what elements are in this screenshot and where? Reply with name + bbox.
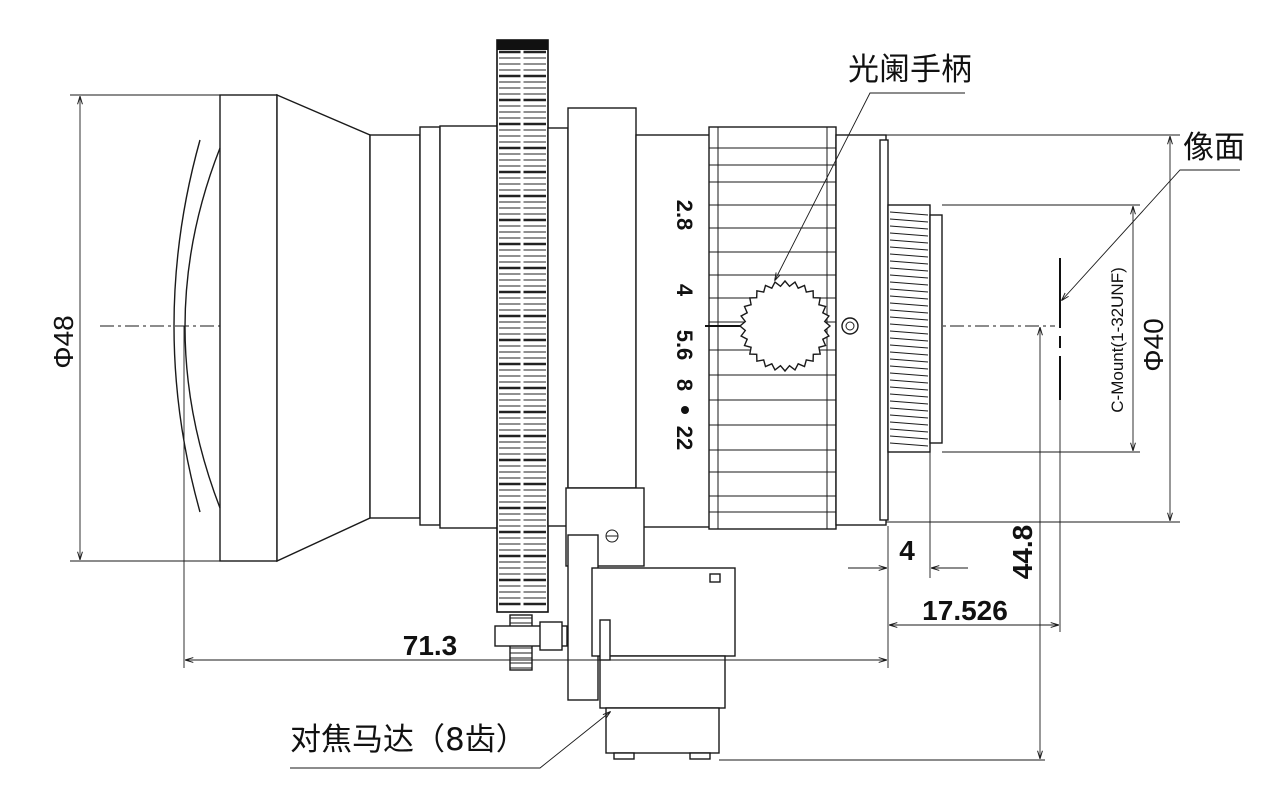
scale-8: 8 <box>672 379 697 391</box>
middle-barrel <box>547 107 712 528</box>
focus-gear <box>496 39 549 613</box>
flange-length-label: 17.526 <box>922 595 1008 626</box>
aperture-scale: 2.8 4 5.6 8 22 <box>672 200 745 450</box>
c-mount-thread <box>887 204 943 453</box>
focus-motor-assembly <box>494 487 736 760</box>
scale-2-8: 2.8 <box>672 200 697 231</box>
front-lens-group <box>173 93 499 563</box>
focus-motor-label: 对焦马达（8齿） <box>290 722 527 758</box>
extension-lines <box>70 94 1180 761</box>
scale-22: 22 <box>672 426 697 450</box>
thread-length-label: 4 <box>899 535 915 566</box>
height-label: 44.8 <box>1007 525 1038 580</box>
leader-lines <box>290 92 1240 769</box>
aperture-knob <box>738 279 859 373</box>
dimension-lines <box>80 97 1170 758</box>
scale-5-6: 5.6 <box>672 330 697 361</box>
overall-length-label: 71.3 <box>403 630 458 661</box>
scale-dot <box>681 406 689 414</box>
aperture-handle-label: 光阑手柄 <box>848 52 972 88</box>
rear-diameter-label: Φ40 <box>1138 318 1169 371</box>
scale-4: 4 <box>672 284 697 297</box>
front-diameter-label: Φ48 <box>48 315 79 368</box>
image-plane-label: 像面 <box>1183 130 1245 166</box>
mount-label: C-Mount(1-32UNF) <box>1108 267 1127 412</box>
